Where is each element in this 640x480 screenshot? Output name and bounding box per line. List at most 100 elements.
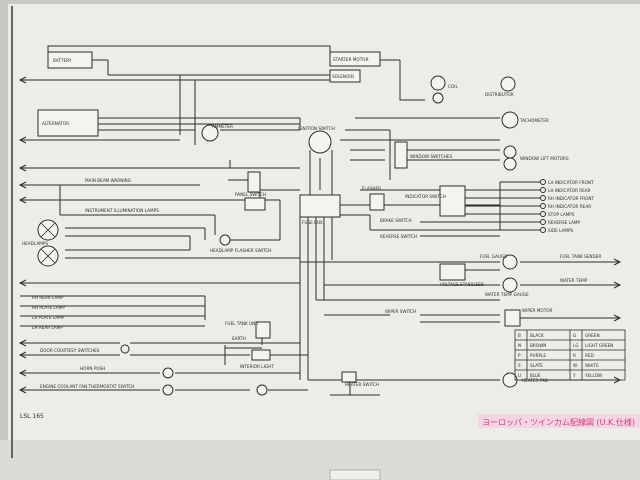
window-switch-box xyxy=(394,141,408,169)
key-code-4a: U xyxy=(518,373,521,378)
label-window-switches: WINDOW SWITCHES xyxy=(410,154,453,159)
key-name-0a: BLACK xyxy=(530,333,544,338)
right-lamp-label-3: RH INDICATOR REAR xyxy=(548,204,591,209)
key-code-2b: R xyxy=(573,353,576,358)
label-heater-switch: HEATER SWITCH xyxy=(345,382,379,387)
rear-lamp-label-0: RH REAR LAMP xyxy=(32,295,64,300)
key-name-2b: RED xyxy=(585,353,594,358)
right-gauge-label-1: WATER TEMP xyxy=(560,278,588,283)
headlamp-flasher xyxy=(219,234,231,246)
coolant-fan-motor xyxy=(256,384,268,396)
key-code-1b: LG xyxy=(573,343,579,348)
fuel-gauge xyxy=(502,254,518,270)
water-temp-gauge xyxy=(502,277,518,293)
page-reference: LSL 165 xyxy=(20,413,44,420)
label-flasher: FLASHER xyxy=(362,186,381,191)
label-wiper-switch: WIPER SWITCH xyxy=(385,309,416,314)
key-code-3b: W xyxy=(573,363,577,368)
interior-light-box xyxy=(251,349,271,361)
key-name-4a: BLUE xyxy=(530,373,541,378)
caption-japanese: ヨーロッパ・ツインカム配線図 (U.K.仕様) xyxy=(482,417,635,427)
key-name-2a: PURPLE xyxy=(530,353,546,358)
coil-symbol xyxy=(430,75,446,91)
label-wiper-motor: WIPER MOTOR xyxy=(522,308,553,313)
label-water-temp: WATER TEMP GAUGE xyxy=(485,292,529,297)
rear-lamp-label-3: LH REAR LAMP xyxy=(32,325,63,330)
right-lamp-label-5: REVERSE LAMP xyxy=(548,220,581,225)
label-indicator-switch: INDICATOR SWITCH xyxy=(405,194,446,199)
flasher-unit-box xyxy=(369,193,385,211)
label-fuel-tank: FUEL TANK UNIT xyxy=(225,321,260,326)
key-code-3a: S xyxy=(518,363,521,368)
heater-switch-box xyxy=(341,371,357,383)
relay-box xyxy=(247,171,261,193)
starter-motor-box xyxy=(329,51,381,67)
key-name-1b: LIGHT GREEN xyxy=(585,343,613,348)
label-fuse-box: FUSE BOX xyxy=(302,220,323,225)
label-battery: BATTERY xyxy=(53,58,72,63)
label-interior-light: INTERIOR LIGHT xyxy=(240,364,274,369)
key-name-3b: WHITE xyxy=(585,363,599,368)
right-lamp-label-0: LH INDICATOR FRONT xyxy=(548,180,594,185)
label-window-motors: WINDOW LIFT MOTORS xyxy=(520,156,569,161)
fuse-box xyxy=(299,194,341,218)
fuel-tank-unit-box xyxy=(255,321,271,339)
label-illumination: INSTRUMENT ILLUMINATION LAMPS xyxy=(85,208,159,213)
round-components xyxy=(37,75,519,396)
headlamp-crosses xyxy=(40,222,56,264)
label-starter: STARTER MOTOR xyxy=(333,57,369,62)
key-code-0b: G xyxy=(573,333,576,338)
label-tachometer: TACHOMETER xyxy=(519,118,549,123)
label-alternator: ALTERNATOR xyxy=(42,121,69,126)
key-code-2a: P xyxy=(518,353,521,358)
label-coil: COIL xyxy=(448,84,458,89)
key-name-3a: SLATE xyxy=(530,363,543,368)
key-code-0a: B xyxy=(518,333,521,338)
panel-switch-box xyxy=(244,197,266,211)
bottom-tab xyxy=(329,469,381,480)
key-code-1a: N xyxy=(518,343,521,348)
label-earth: EARTH xyxy=(232,336,246,341)
label-horn: HORN PUSH xyxy=(80,366,105,371)
label-heater-fan: HEATER FAN xyxy=(522,378,548,383)
key-code-4b: Y xyxy=(572,373,576,378)
label-reverse-switch: REVERSE SWITCH xyxy=(380,234,417,239)
label-brake-switch: BRAKE SWITCH xyxy=(380,218,412,223)
color-key-table xyxy=(514,329,626,381)
right-lamp-bulbs xyxy=(540,179,546,233)
solenoid-box xyxy=(329,69,361,83)
label-voltage-stabiliser: VOLTAGE STABILISER xyxy=(440,282,484,287)
right-lamp-label-4: STOP LAMPS xyxy=(548,212,575,217)
door-switch-1 xyxy=(120,344,130,354)
tachometer-gauge xyxy=(501,111,519,129)
window-motor-2 xyxy=(503,157,517,171)
distributor-symbol xyxy=(500,76,516,92)
rear-lamp-label-1: RH PLATE LAMP xyxy=(32,305,65,310)
key-name-0b: GREEN xyxy=(585,333,600,338)
right-lamp-label-6: SIDE LAMPS xyxy=(548,228,574,233)
caption-background xyxy=(478,414,640,428)
right-gauge-label-0: FUEL TANK SENDER xyxy=(560,254,601,259)
voltage-stabiliser-box xyxy=(439,263,466,281)
label-main-beam: MAIN BEAM WARNING xyxy=(85,178,131,183)
bottom-strip xyxy=(0,440,640,480)
labels: BATTERY STARTER MOTOR SOLENOID ALTERNATO… xyxy=(22,57,613,389)
label-headlamps: HEADLAMPS xyxy=(22,241,48,246)
coil-lower xyxy=(432,92,444,104)
label-fuel-gauge: FUEL GAUGE xyxy=(480,254,507,259)
battery-box xyxy=(47,51,93,69)
alternator-box xyxy=(37,109,99,137)
indicator-switch-box xyxy=(439,185,466,217)
wires xyxy=(18,45,622,396)
ammeter-gauge xyxy=(201,124,219,142)
label-flasher-switch: HEADLAMP FLASHER SWITCH xyxy=(210,248,271,253)
window-motor-1 xyxy=(503,145,517,159)
label-ammeter: AMMETER xyxy=(212,124,233,129)
key-name-1a: BROWN xyxy=(530,343,546,348)
label-distributor: DISTRIBUTOR xyxy=(485,92,514,97)
right-lamp-label-1: LH INDICATOR REAR xyxy=(548,188,591,193)
label-panel-switch: PANEL SWITCH xyxy=(235,192,266,197)
right-lamp-label-2: RH INDICATOR FRONT xyxy=(548,196,595,201)
coolant-switch xyxy=(162,384,174,396)
